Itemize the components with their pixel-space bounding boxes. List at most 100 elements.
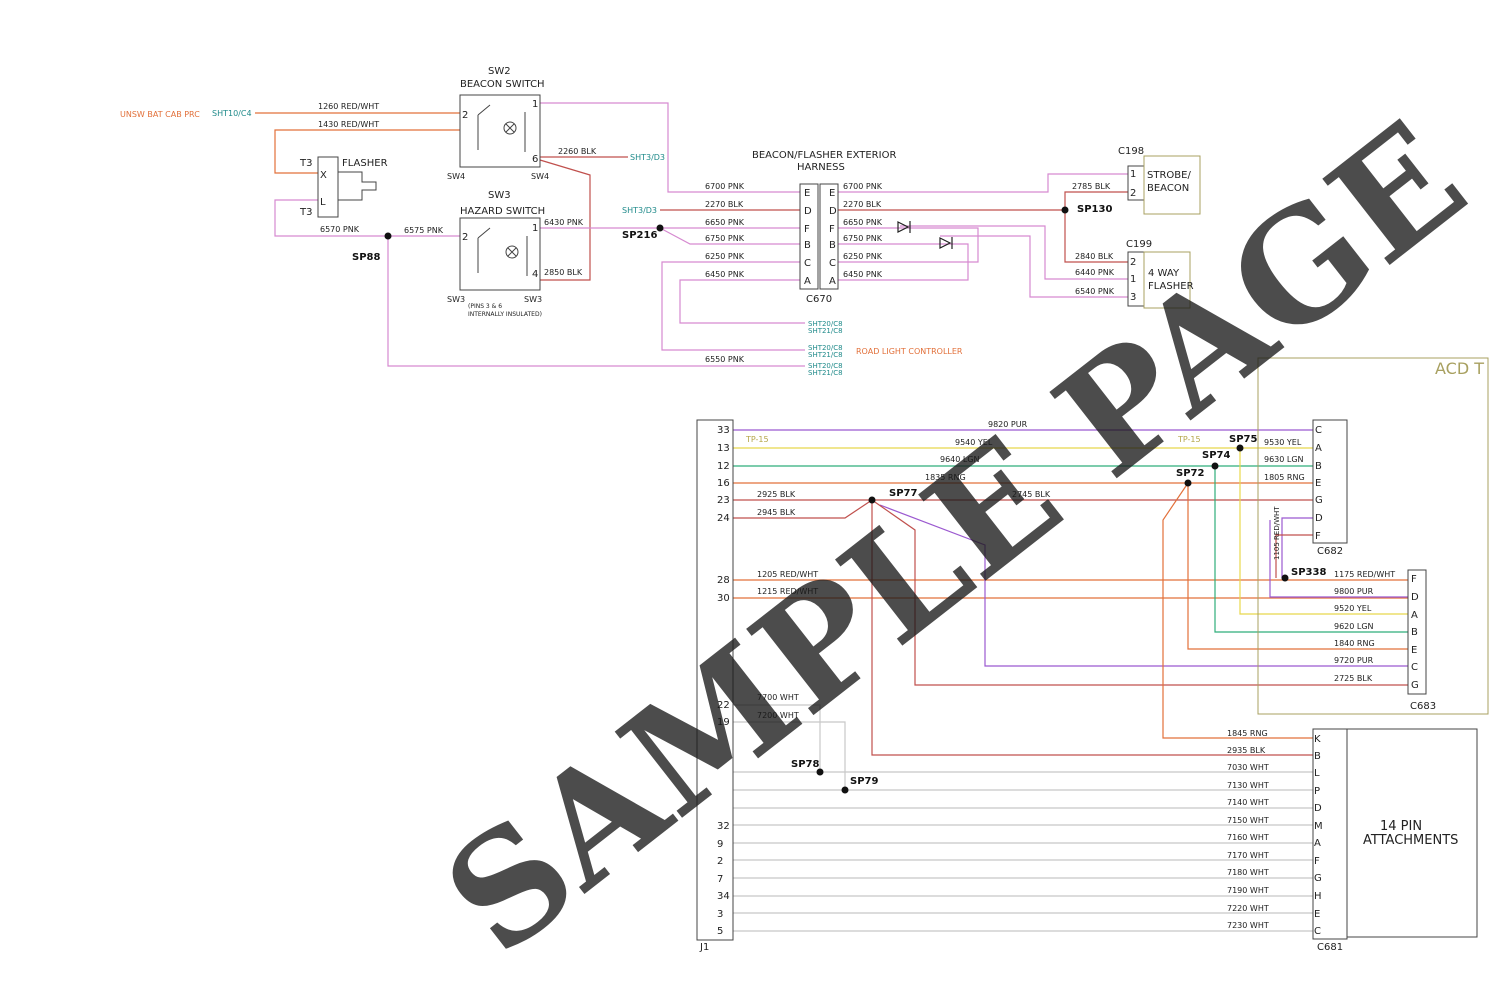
j1-pin: 34: [717, 891, 730, 902]
sp88-label: SP88: [352, 252, 380, 263]
wire-6440: [900, 225, 1128, 280]
j1-pin: 5: [717, 926, 723, 937]
c681-wire-label: 7220 WHT: [1227, 904, 1269, 913]
c198-label: C198: [1118, 146, 1144, 157]
c682-pin: E: [1315, 478, 1321, 489]
sht21-ref-c: SHT21/C8: [808, 369, 843, 377]
c199-pin-1: 1: [1130, 274, 1136, 285]
wire-6700-in: [540, 102, 800, 193]
wire-2785: [1064, 191, 1128, 210]
sw2-pin-1: 1: [532, 99, 538, 110]
wire-label-mid: 2945 BLK: [757, 508, 796, 517]
unsw-label: UNSW BAT CAB PRC: [120, 110, 200, 119]
c681-pin: M: [1314, 821, 1323, 832]
c682-pin: G: [1315, 495, 1323, 506]
sht21-ref-b: SHT21/C8: [808, 351, 843, 359]
c682-pin: D: [1315, 513, 1323, 524]
sp74-label: SP74: [1202, 450, 1230, 461]
c670-right-wire-label: 6750 PNK: [843, 234, 883, 243]
sw3-pin-1: 1: [532, 223, 538, 234]
j1-pin: 24: [717, 513, 730, 524]
c681-wire-label: 7030 WHT: [1227, 763, 1269, 772]
flasher2-label: FLASHER: [1148, 281, 1194, 292]
sw2-title: SW2: [488, 66, 511, 77]
c670-right-wire-label: 6450 PNK: [843, 270, 883, 279]
wire-label-2785: 2785 BLK: [1072, 182, 1111, 191]
wire-9800: [1269, 520, 1408, 598]
c681-wire-label: 7130 WHT: [1227, 781, 1269, 790]
flasher-label: FLASHER: [342, 158, 388, 169]
sw2-name: BEACON SWITCH: [460, 79, 545, 90]
wire-label-mid: 7700 WHT: [757, 693, 799, 702]
wire-label-6540: 6540 PNK: [1075, 287, 1115, 296]
c198-pin-1: 1: [1130, 169, 1136, 180]
c670-left-wire-label: 6700 PNK: [705, 182, 745, 191]
j1-pin: 32: [717, 821, 730, 832]
wire-c682-f: [1275, 534, 1313, 578]
wire-1840: [1187, 483, 1408, 650]
sp79-label: SP79: [850, 776, 878, 787]
wire-1845: [1162, 482, 1313, 739]
c683-box: [1407, 569, 1427, 695]
j1-pin: 33: [717, 425, 730, 436]
sp130-label: SP130: [1077, 204, 1112, 215]
c681-pin: G: [1314, 873, 1322, 884]
j1-pin: 2: [717, 856, 723, 867]
c682-wire-label: 1805 RNG: [1264, 473, 1305, 482]
attach-label-1: 14 PIN: [1380, 819, 1422, 834]
c670-pin-left: F: [804, 224, 810, 235]
c199-pin-3: 3: [1130, 292, 1136, 303]
tp15-b: TP-15: [1177, 435, 1201, 444]
attach-label-2: ATTACHMENTS: [1363, 833, 1458, 848]
wire-6750-in: [659, 227, 800, 245]
c681-wire-label: 2935 BLK: [1227, 746, 1266, 755]
sw4-label-a: SW4: [447, 172, 465, 181]
c683-pin: B: [1411, 627, 1418, 638]
sw3-label-b: SW3: [524, 295, 542, 304]
sw3-symbol: [477, 227, 528, 276]
c683-pin: C: [1411, 662, 1418, 673]
sp78-dot: [816, 768, 824, 776]
j1-pin: 16: [717, 478, 730, 489]
beacon-label: BEACON: [1147, 183, 1189, 194]
c681-pin: B: [1314, 751, 1321, 762]
attach-box: [1346, 728, 1478, 938]
c681-wire-label: 1845 RNG: [1227, 729, 1268, 738]
wire-label-mid: 1215 RED/WHT: [757, 587, 818, 596]
flasher-pin-l: L: [320, 197, 326, 208]
wire-6650-out: [838, 227, 979, 263]
wire-label-6430: 6430 PNK: [544, 218, 584, 227]
sp130-dot: [1061, 206, 1069, 214]
wire-6540: [940, 235, 1128, 298]
c681-wire-label: 7150 WHT: [1227, 816, 1269, 825]
c670-pin-left: C: [804, 258, 811, 269]
wire-label-6440: 6440 PNK: [1075, 268, 1115, 277]
c670-pin-left: D: [804, 206, 812, 217]
c670-pin-left: B: [804, 240, 811, 251]
wire-label-mid: 9540 YEL: [955, 438, 993, 447]
c670-right-wire-label: 6700 PNK: [843, 182, 883, 191]
c670-left-wire-label: 6450 PNK: [705, 270, 745, 279]
c681-pin: E: [1314, 909, 1320, 920]
sw3-box: [459, 217, 541, 291]
harness-title: BEACON/FLASHER EXTERIOR: [752, 150, 896, 161]
j1-pin: 28: [717, 575, 730, 586]
j1-pin: 23: [717, 495, 730, 506]
sp338-dot: [1281, 574, 1289, 582]
sw2-pin-6: 6: [532, 154, 538, 165]
c670-left-wire-label: 2270 BLK: [705, 200, 744, 209]
sht21-ref-a: SHT21/C8: [808, 327, 843, 335]
fourway-label: 4 WAY: [1148, 268, 1180, 279]
sw3-name: HAZARD SWITCH: [460, 206, 545, 217]
wire-2725: [871, 499, 1408, 686]
strobe-outline: [1143, 155, 1201, 215]
c683-pin: E: [1411, 645, 1417, 656]
c682-pin: C: [1315, 425, 1322, 436]
diode-1: [897, 221, 911, 233]
c681-wire-label: 7230 WHT: [1227, 921, 1269, 930]
flasher-pin-x: X: [320, 170, 327, 181]
sht20-ref-b: SHT20/C8: [808, 344, 843, 352]
sht20-ref-c: SHT20/C8: [808, 362, 843, 370]
c670-pin-right: C: [829, 258, 836, 269]
wire-9520: [1239, 448, 1408, 615]
